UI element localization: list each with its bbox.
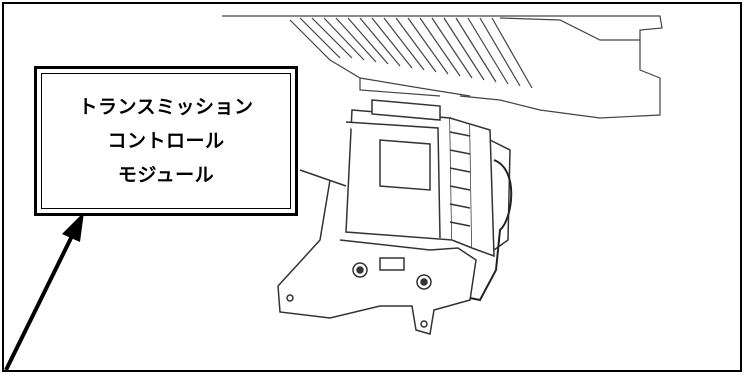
bracket-drawing <box>277 169 477 335</box>
label-line-1: トランスミッション <box>78 96 254 118</box>
component-label-box: トランスミッション コントロール モジュール <box>34 66 298 216</box>
wire-harness-drawing <box>469 159 513 302</box>
label-line-3: モジュール <box>117 164 215 186</box>
callout-arrow-icon <box>4 212 84 371</box>
upper-mount-drawing <box>222 15 663 119</box>
module-body-drawing <box>345 99 511 258</box>
component-label-inner-border: トランスミッション コントロール モジュール <box>41 73 291 209</box>
label-line-2: コントロール <box>107 130 225 152</box>
